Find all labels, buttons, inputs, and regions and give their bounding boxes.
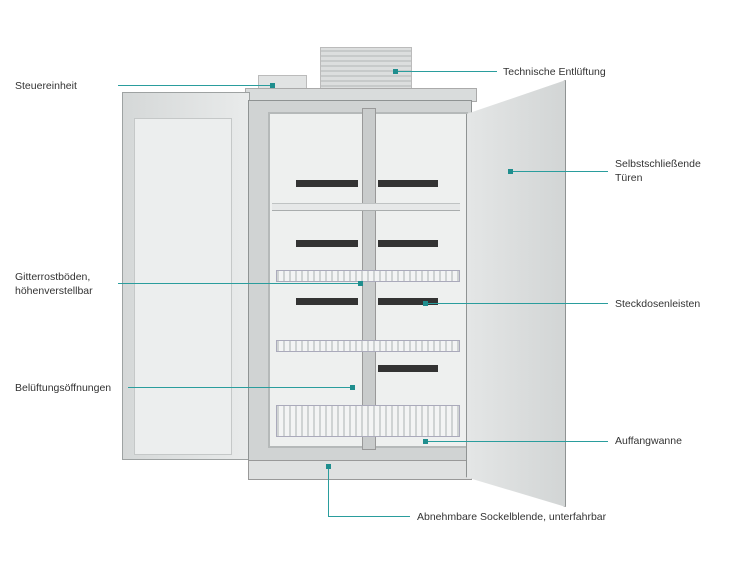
label-gitterrostboeden: Gitterrostböden, höhenverstellbar [15,270,93,298]
leader-line [128,387,352,388]
leader-line [395,71,497,72]
grid-shelf [276,340,460,352]
label-tueren-line2: Türen [615,172,643,184]
callout-dot [358,281,363,286]
label-steckdosenleisten: Steckdosenleisten [615,298,701,310]
power-strip [296,298,358,305]
leader-line [328,516,410,517]
callout-dot [508,169,513,174]
power-strip [378,180,438,187]
label-sockelblende: Abnehmbare Sockelblende, unterfahrbar [417,511,607,523]
left-door-panel [134,118,232,455]
power-strip [296,240,358,247]
leader-line [328,466,329,516]
callout-dot [270,83,275,88]
grid-shelf [276,270,460,282]
label-entlueftung: Technische Entlüftung [503,66,606,78]
label-steuereinheit: Steuereinheit [15,80,77,92]
ventilation-unit [320,47,412,91]
leader-line [118,85,272,86]
leader-line [425,303,608,304]
power-strip [296,180,358,187]
label-tueren: Selbstschließende Türen [615,157,701,185]
leader-line [510,171,608,172]
callout-dot [423,301,428,306]
power-strip [378,240,438,247]
power-strip [378,298,438,305]
leader-line [425,441,608,442]
collection-tray [276,405,460,437]
callout-dot [350,385,355,390]
callout-dot [393,69,398,74]
shelf [272,203,460,211]
label-gitter-line2: höhenverstellbar [15,285,93,297]
callout-dot [326,464,331,469]
label-belueftungsoeffnungen: Belüftungsöffnungen [15,382,112,394]
power-strip [378,365,438,372]
label-tueren-line1: Selbstschließende [615,158,701,170]
label-gitter-line1: Gitterrostböden, [15,271,91,283]
callout-dot [423,439,428,444]
right-door [466,80,566,507]
plinth [248,460,472,480]
leader-line [118,283,360,284]
label-auffangwanne: Auffangwanne [615,435,682,447]
